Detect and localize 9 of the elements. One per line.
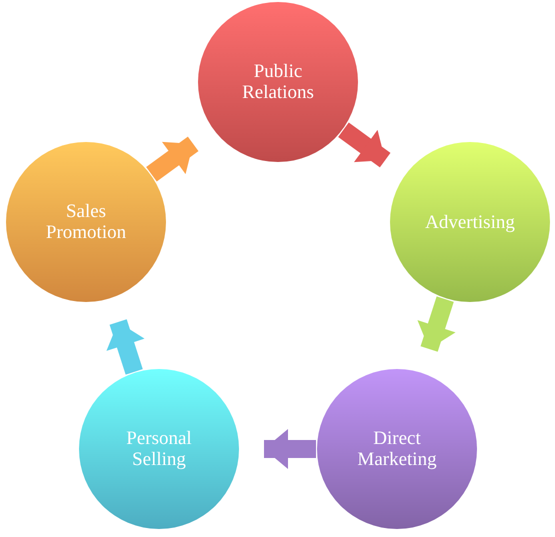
node-label: Direct Marketing bbox=[356, 428, 438, 470]
node-label: Public Relations bbox=[241, 61, 315, 103]
node-label: Advertising bbox=[425, 212, 515, 232]
arrow bbox=[417, 296, 456, 352]
arrow bbox=[106, 319, 145, 375]
node-label: Personal Selling bbox=[125, 428, 193, 470]
arrow bbox=[338, 122, 390, 168]
node-label: Sales Promotion bbox=[44, 201, 128, 243]
arrow bbox=[264, 429, 316, 469]
